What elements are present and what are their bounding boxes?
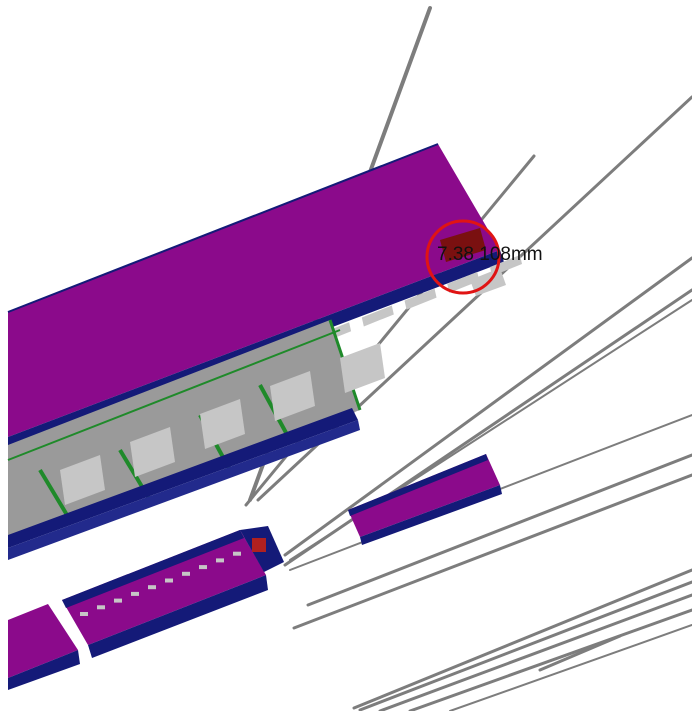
rod [283,256,692,557]
rod [408,608,692,711]
module-rail-lower[interactable] [8,420,360,560]
lower-plate-detail [199,565,207,570]
lower-connector-pin [252,538,266,552]
measurement-overlay: 7.38 108mm [425,219,543,295]
lower-plate-detail [148,585,156,590]
edge-block[interactable] [361,305,394,327]
rods-layer [244,6,692,711]
rod [306,453,692,607]
lower-plate-detail [97,605,105,610]
lower-plate-edge[interactable] [88,575,268,658]
rod [378,593,692,711]
lower-plate[interactable] [62,530,266,645]
edge-block[interactable] [447,271,480,293]
rod [358,580,692,711]
lower-plate-top-edge[interactable] [62,530,244,608]
module-chip[interactable] [340,343,385,393]
rod [352,568,692,710]
module-chip[interactable] [130,427,175,477]
plate-back-edge [7,143,439,313]
rod [449,624,692,711]
measurement-label: 7.38 108mm [437,244,543,265]
selected-part[interactable] [440,228,486,262]
module-rail[interactable] [8,408,358,548]
edge-block[interactable] [404,288,437,310]
module-chip[interactable] [60,455,105,505]
left-fragment[interactable] [8,604,78,678]
detector-assembly[interactable] [7,143,522,690]
lower-plate-detail [182,571,190,576]
trace-line [7,329,341,461]
lower-plate-detail [131,591,139,596]
lower-plate-detail [80,612,88,616]
small-block-top-edge[interactable] [348,454,488,516]
top-plate[interactable] [8,144,500,437]
trace-line [38,468,72,522]
rod [538,634,622,672]
module-chip[interactable] [200,399,245,449]
module-chip[interactable] [270,371,315,421]
lower-plate-detail [165,578,173,583]
lower-plate-detail [233,551,241,556]
selection-circle-icon[interactable] [425,219,501,295]
rod [292,473,692,630]
lower-plate-detail [114,598,122,603]
lower-plate-detail [216,558,224,563]
small-block-edge[interactable] [360,485,502,545]
left-fragment-edge[interactable] [8,650,80,690]
small-block[interactable] [348,454,500,537]
